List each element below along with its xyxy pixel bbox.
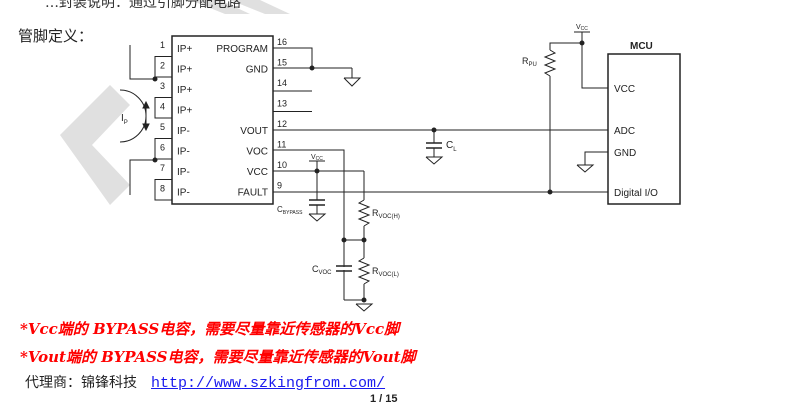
rpu-resistor — [543, 49, 557, 77]
right-pin-name: VOUT — [240, 126, 268, 137]
rvoch-label: RVOC(H) — [372, 208, 400, 220]
mcu-vcc-wire — [581, 32, 608, 89]
current-arrow-up — [142, 100, 150, 109]
rvocl-label: RVOC(L) — [372, 266, 399, 278]
left-pin-name: IP- — [177, 126, 190, 137]
rpu-top-lead — [549, 42, 582, 50]
ground-symbol-cl — [425, 156, 444, 165]
left-pin-number: 8 — [160, 184, 165, 194]
page-number: 1 / 15 — [370, 393, 398, 405]
cvoc-label: CVOC — [312, 264, 332, 276]
right-pin-name: PROGRAM — [216, 44, 268, 55]
right-pin-number: 12 — [277, 119, 287, 129]
left-pin-number: 4 — [160, 102, 165, 112]
cl-label: CL — [446, 140, 457, 153]
note-vout-bypass: *Vout端的 BYPASS电容，需要尽量靠近传感器的Vout脚 — [20, 348, 416, 366]
left-pin-name: IP- — [177, 147, 190, 158]
agent-link[interactable]: http://www.szkingfrom.com/ — [151, 375, 386, 392]
right-pin-number: 13 — [277, 99, 287, 109]
right-pin-number: 9 — [277, 181, 282, 191]
ground-symbol-mcu — [576, 164, 595, 173]
right-pin-number: 15 — [277, 58, 287, 68]
left-pin-name: IP+ — [177, 65, 192, 76]
rvoch-resistor — [357, 199, 371, 227]
right-pin-name: GND — [246, 65, 268, 76]
junction-mcu-vcc — [579, 40, 585, 46]
mcu-pin-adc: ADC — [614, 126, 635, 137]
mcu-pin-gnd: GND — [614, 148, 636, 159]
left-pin-number: 7 — [160, 163, 165, 173]
junction-gnd — [309, 65, 315, 71]
left-pin-number: 1 — [160, 40, 165, 50]
ic-body — [171, 35, 274, 205]
left-pin-number: 2 — [160, 61, 165, 71]
junction-pin7 — [152, 157, 158, 163]
cut-off-heading: …封装说明：通过引脚分配电路 — [45, 0, 241, 11]
right-pin-number: 16 — [277, 37, 287, 47]
agent-line: 代理商：锦锋科技 http://www.szkingfrom.com/ — [25, 372, 385, 392]
pin-box — [154, 56, 173, 78]
watermark-chevron — [60, 85, 130, 205]
vcc-label-mcu: VCC — [576, 24, 588, 32]
right-pin-number: 11 — [277, 140, 286, 150]
pin-box — [154, 179, 173, 201]
current-label: IP — [121, 113, 128, 126]
left-pin-name: IP- — [177, 188, 190, 199]
junction-pin3 — [152, 76, 158, 82]
right-pin-name: FAULT — [238, 188, 268, 199]
right-pin-number: 10 — [277, 160, 287, 170]
right-pin-name: VOC — [246, 147, 268, 158]
mcu-pin-vcc: VCC — [614, 84, 635, 95]
watermark-stroke-2 — [230, 0, 290, 14]
mcu-title: MCU — [630, 41, 653, 52]
note-vcc-bypass: *Vcc端的 BYPASS电容，需要尽量靠近传感器的Vcc脚 — [20, 320, 400, 338]
rpu-label: RPU — [522, 56, 537, 68]
ground-symbol-cbypass — [308, 213, 327, 222]
left-pin-name: IP+ — [177, 106, 192, 117]
mcu-body — [607, 53, 681, 205]
left-pin-name: IP- — [177, 167, 190, 178]
current-arc — [119, 89, 147, 143]
right-pin-name: VCC — [247, 167, 268, 178]
program-wire — [273, 47, 313, 68]
right-pin-number: 14 — [277, 78, 287, 88]
junction-vcc — [314, 168, 320, 174]
ip-minus-wire — [129, 159, 155, 195]
ground-symbol-ic — [343, 77, 362, 87]
mcu-gnd-wire — [584, 151, 608, 165]
vcc-label-ic: VCC — [311, 154, 323, 162]
left-pin-name: IP+ — [177, 44, 192, 55]
left-pin-number: 5 — [160, 122, 165, 132]
junction-bottom — [361, 297, 367, 303]
voc-wire — [273, 149, 345, 300]
rvocl-resistor — [357, 257, 371, 285]
pin-box — [154, 138, 173, 160]
current-arrow-down — [142, 123, 150, 132]
left-pin-number: 6 — [160, 143, 165, 153]
cbypass-label: CBYPASS — [277, 205, 303, 216]
watermark-stroke-1 — [190, 0, 250, 14]
ground-symbol-bottom — [355, 303, 374, 312]
pin-box — [154, 97, 173, 119]
left-pin-number: 3 — [160, 81, 165, 91]
section-label: 管脚定义： — [18, 27, 94, 45]
ip-plus-wire — [129, 45, 155, 80]
agent-label: 代理商：锦锋科技 — [25, 375, 137, 391]
mcu-pin-digital-io: Digital I/O — [614, 188, 658, 199]
junction-mid-left — [341, 237, 347, 243]
cvoc-gap — [343, 267, 345, 270]
left-pin-name: IP+ — [177, 85, 192, 96]
